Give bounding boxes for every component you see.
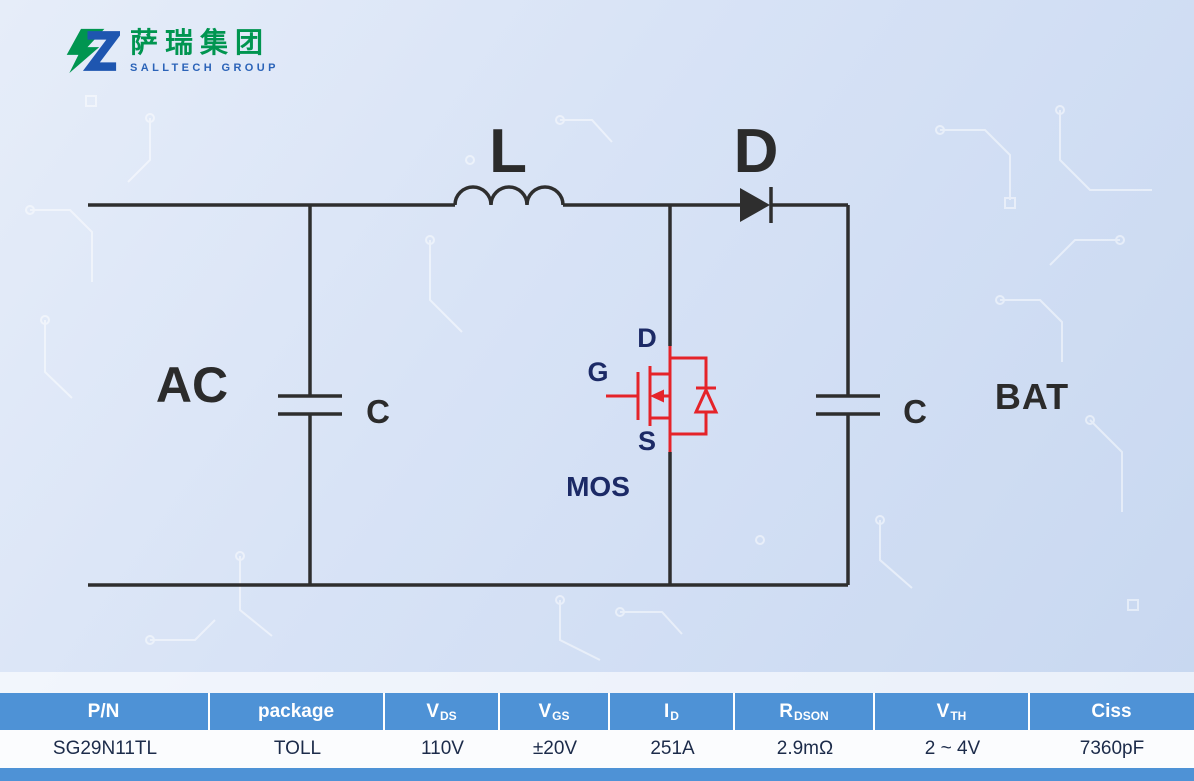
cell-rdson: 2.9mΩ bbox=[776, 738, 834, 759]
cell-part-number: SG29N11TL bbox=[52, 738, 158, 759]
body-diode-bottom-link bbox=[670, 412, 708, 436]
header-label: V bbox=[538, 700, 552, 722]
body-diode-triangle bbox=[693, 386, 719, 414]
header-label: V bbox=[426, 700, 439, 722]
header-label: I bbox=[664, 700, 670, 722]
label-mosfet: MOS bbox=[566, 471, 630, 502]
spec-table-data-row: SG29N11TL TOLL 110V ±20V 251A 2.9mΩ 2 ~ … bbox=[0, 730, 1194, 768]
header-label: package bbox=[257, 700, 335, 722]
table-top-band bbox=[0, 672, 1194, 693]
salltech-logo-icon bbox=[66, 28, 120, 74]
label-battery: BAT bbox=[995, 376, 1069, 417]
label-capacitor-left: C bbox=[366, 393, 390, 430]
header-subscript: D bbox=[670, 708, 679, 723]
pcb-traces-decoration bbox=[25, 95, 1152, 661]
capacitor-right-symbol bbox=[816, 205, 880, 585]
inductor-symbol bbox=[453, 185, 565, 206]
label-mosfet-drain: D bbox=[637, 323, 657, 353]
cell-vth: 2 ~ 4V bbox=[924, 738, 981, 759]
header-label: Ciss bbox=[1091, 700, 1132, 722]
header-cell-ciss: Ciss bbox=[1030, 693, 1194, 730]
cell-vgs: ±20V bbox=[532, 738, 578, 759]
mosfet-body-arrowhead bbox=[650, 389, 664, 403]
cell-id: 251A bbox=[650, 738, 695, 759]
capacitor-left-symbol bbox=[278, 205, 342, 585]
table-bottom-strip bbox=[0, 768, 1194, 781]
logo-text: 萨瑞集团 SALLTECH GROUP bbox=[130, 26, 279, 75]
logo-english-name: SALLTECH GROUP bbox=[130, 62, 279, 75]
mosfet-symbol bbox=[606, 346, 719, 452]
header-label: V bbox=[936, 700, 950, 722]
header-cell-package: package bbox=[210, 693, 385, 730]
header-label: P/N bbox=[87, 700, 120, 722]
header-cell-pn: P/N bbox=[0, 693, 210, 730]
header-label: R bbox=[779, 700, 794, 722]
label-mosfet-source: S bbox=[638, 426, 656, 456]
cell-vds: 110V bbox=[421, 738, 464, 759]
label-capacitor-right: C bbox=[903, 393, 927, 430]
body-diode-top-link bbox=[670, 356, 708, 388]
label-inductor: L bbox=[489, 117, 527, 186]
label-mosfet-gate: G bbox=[587, 357, 608, 387]
header-subscript: DSON bbox=[794, 708, 829, 723]
label-ac-source: AC bbox=[156, 357, 228, 413]
logo-chinese-name: 萨瑞集团 bbox=[130, 26, 271, 58]
cell-ciss: 7360pF bbox=[1079, 738, 1145, 759]
diode-symbol bbox=[740, 188, 770, 222]
header-subscript: DS bbox=[440, 708, 457, 723]
cell-package: TOLL bbox=[273, 738, 322, 759]
header-subscript: GS bbox=[552, 708, 570, 723]
label-diode: D bbox=[734, 117, 779, 186]
logo: 萨瑞集团 SALLTECH GROUP bbox=[42, 20, 279, 82]
header-subscript: TH bbox=[950, 708, 967, 723]
